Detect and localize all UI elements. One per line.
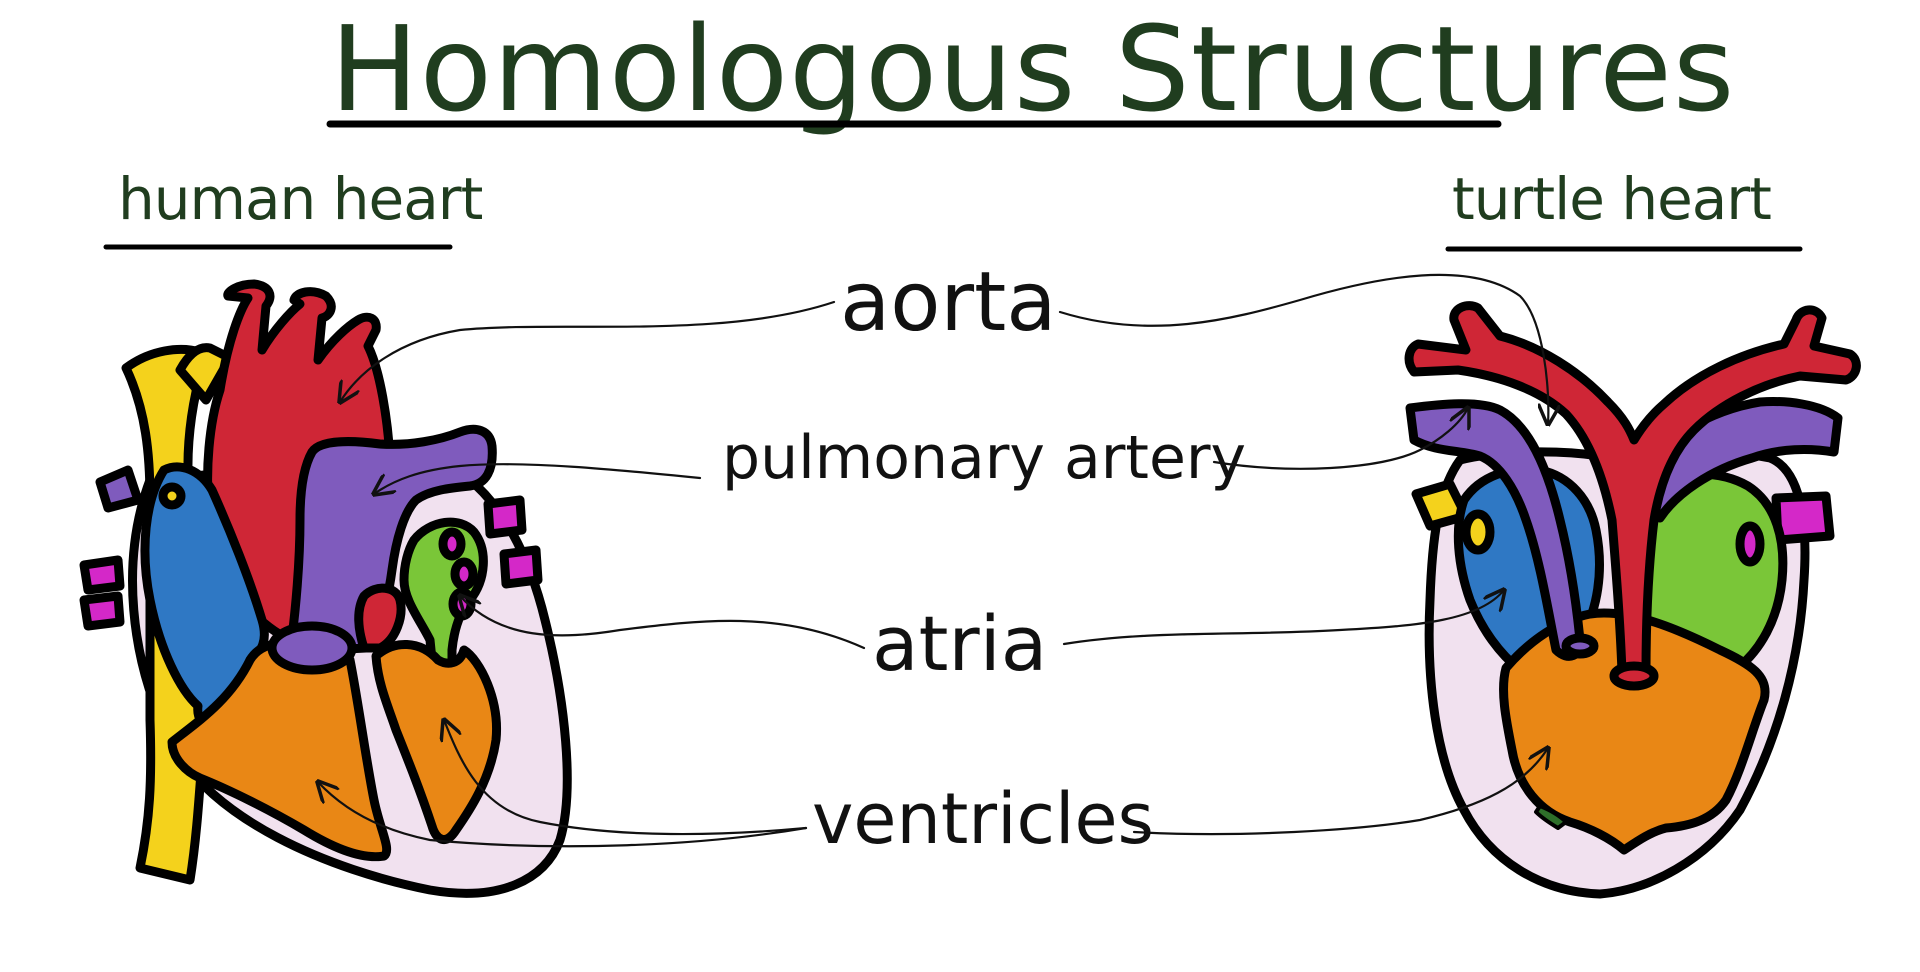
ventricles-connector-turtle (1132, 748, 1548, 836)
human-pulmonary-vein-opening-2 (450, 557, 478, 591)
ventricles-connector-human-2 (318, 782, 808, 848)
human-pulmonary-vein-right-2 (499, 545, 543, 589)
human-pulmonary-vein-left-2 (79, 555, 125, 595)
turtle-small-mark (1534, 804, 1568, 830)
label-ventricles: ventricles (812, 778, 1155, 860)
human-pulmonary-valve (267, 621, 357, 675)
human-heart-heading: human heart (118, 165, 483, 233)
human-pulmonary-vein-opening-1 (438, 527, 466, 561)
label-pulmonary-artery: pulmonary artery (722, 423, 1247, 493)
turtle-vena-cava-opening (1461, 509, 1495, 555)
pulmonary-connector-human (374, 463, 702, 494)
atria-connector-human (460, 596, 866, 650)
human-left-ventricle (371, 640, 502, 844)
human-pulmonary-artery (285, 424, 497, 657)
aorta-connector-turtle (1058, 273, 1548, 424)
connector-lines (318, 273, 1548, 848)
label-aorta: aorta (840, 255, 1057, 350)
human-aorta-root (354, 583, 406, 653)
human-vena-cava-opening (158, 482, 186, 510)
turtle-heart-heading: turtle heart (1452, 165, 1772, 233)
human-heart-illustration (79, 279, 572, 898)
human-pulmonary-vein-right-1 (483, 495, 527, 539)
turtle-pulmonary-vein-opening (1735, 521, 1765, 567)
turtle-heart-illustration (1404, 301, 1861, 899)
label-atria: atria (872, 599, 1048, 688)
ventricles-connector-human-1 (444, 720, 808, 836)
pulmonary-connector-turtle (1212, 408, 1468, 470)
turtle-aorta (1404, 301, 1861, 690)
diagram-title: Homologous Structures (330, 0, 1736, 138)
turtle-aorta-root (1609, 661, 1659, 691)
human-pulmonary-vein-left-3 (79, 591, 125, 631)
turtle-pulmonary-root (1561, 633, 1599, 659)
atria-connector-turtle (1062, 590, 1504, 646)
human-pulmonary-vein-left-1 (95, 465, 143, 513)
aorta-connector-human (340, 300, 836, 402)
